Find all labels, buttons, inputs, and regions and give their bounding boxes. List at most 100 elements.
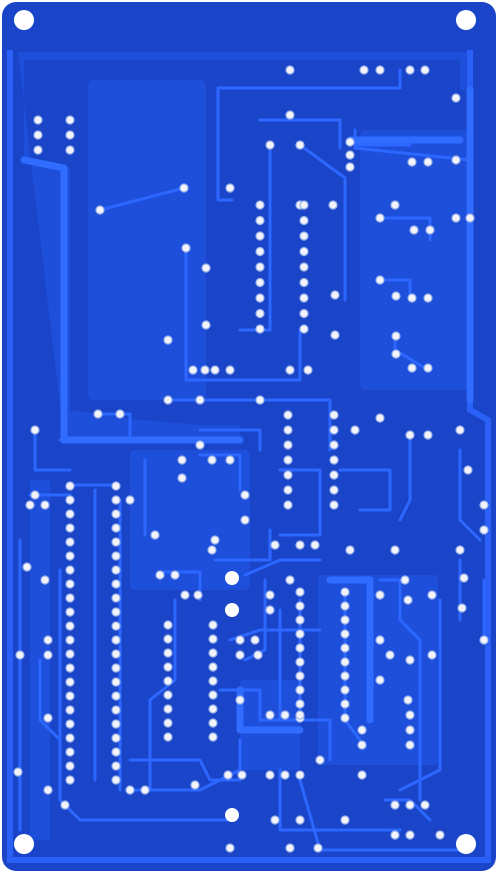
solder-pad [457,603,467,613]
solder-pad [285,65,295,75]
solder-pad [40,500,50,510]
solder-pad [375,675,385,685]
solder-pad [285,110,295,120]
solder-pad [270,815,280,825]
solder-pad [65,145,75,155]
solder-pad [375,213,385,223]
solder-pad [390,830,400,840]
solder-pad [111,551,121,561]
solder-pad [163,732,173,742]
solder-pad [210,365,220,375]
solder-pad [345,137,355,147]
solder-pad [375,590,385,600]
solder-pad [223,770,233,780]
solder-pad [95,205,105,215]
solder-pad [33,115,43,125]
solder-pad [295,710,305,720]
solder-pad [265,590,275,600]
solder-pad [390,200,400,210]
solder-pad [283,410,293,420]
solder-pad [255,324,265,334]
solder-pad [407,293,417,303]
solder-pad [181,243,191,253]
solder-pad [295,140,305,150]
solder-pad [65,565,75,575]
solder-pad [111,747,121,757]
solder-pad [65,523,75,533]
solder-pad [459,573,469,583]
solder-pad [225,843,235,853]
solder-pad [255,246,265,257]
solder-pad [427,650,437,660]
solder-pad [359,65,369,75]
solder-pad [425,225,435,235]
solder-pad [283,470,293,480]
solder-pad [340,713,350,723]
solder-pad [345,150,355,160]
solder-pad [340,699,350,709]
solder-pad [451,213,461,223]
solder-pad [200,365,210,375]
solder-pad [33,145,43,155]
solder-pad [295,615,305,625]
solder-pad [225,455,235,465]
solder-pad [409,225,419,235]
solder-pad [177,473,187,483]
solder-pad [479,500,489,510]
solder-pad [435,830,445,840]
solder-pad [163,676,173,686]
solder-pad [299,215,309,226]
solder-pad [285,843,295,853]
solder-pad [295,601,305,611]
solder-pad [225,365,235,375]
solder-pad [208,620,218,630]
solder-pad [340,587,350,597]
solder-pad [479,635,489,645]
solder-pad [201,320,211,330]
solder-pad [375,275,385,285]
solder-pad [295,643,305,653]
solder-pad [405,740,415,750]
solder-pad [329,485,339,495]
solder-pad [420,800,430,810]
solder-pad [111,495,121,505]
solder-pad [65,495,75,505]
solder-pad [208,662,218,672]
center-hole-1 [225,571,239,585]
solder-pad [329,455,339,465]
solder-pad [270,540,280,550]
solder-pad [299,293,309,303]
solder-pad [391,331,401,341]
solder-pad [163,704,173,714]
solder-pad [163,718,173,728]
solder-pad [65,551,75,561]
solder-pad [65,115,75,125]
solder-pad [193,590,203,600]
mounting-hole-top-right [456,10,476,30]
solder-pad [285,575,295,585]
solder-pad [303,365,313,375]
solder-pad [253,650,263,660]
solder-pad [329,410,339,420]
solder-pad [255,215,265,226]
solder-pad [111,649,121,659]
solder-pad [207,545,217,555]
solder-pad [340,815,350,825]
solder-pad [340,643,350,653]
solder-pad [350,425,360,435]
solder-pad [315,755,325,765]
solder-pad [22,562,32,572]
solder-pad [340,657,350,667]
solder-pad [455,425,465,435]
solder-pad [340,615,350,625]
solder-pad [125,495,135,505]
solder-pad [111,607,121,617]
solder-pad [65,579,75,589]
solder-pad [111,635,121,645]
solder-pad [330,330,340,340]
solder-pad [65,677,75,687]
solder-pad [125,785,135,795]
solder-pad [423,293,433,303]
solder-pad [329,500,339,510]
solder-pad [405,65,415,75]
